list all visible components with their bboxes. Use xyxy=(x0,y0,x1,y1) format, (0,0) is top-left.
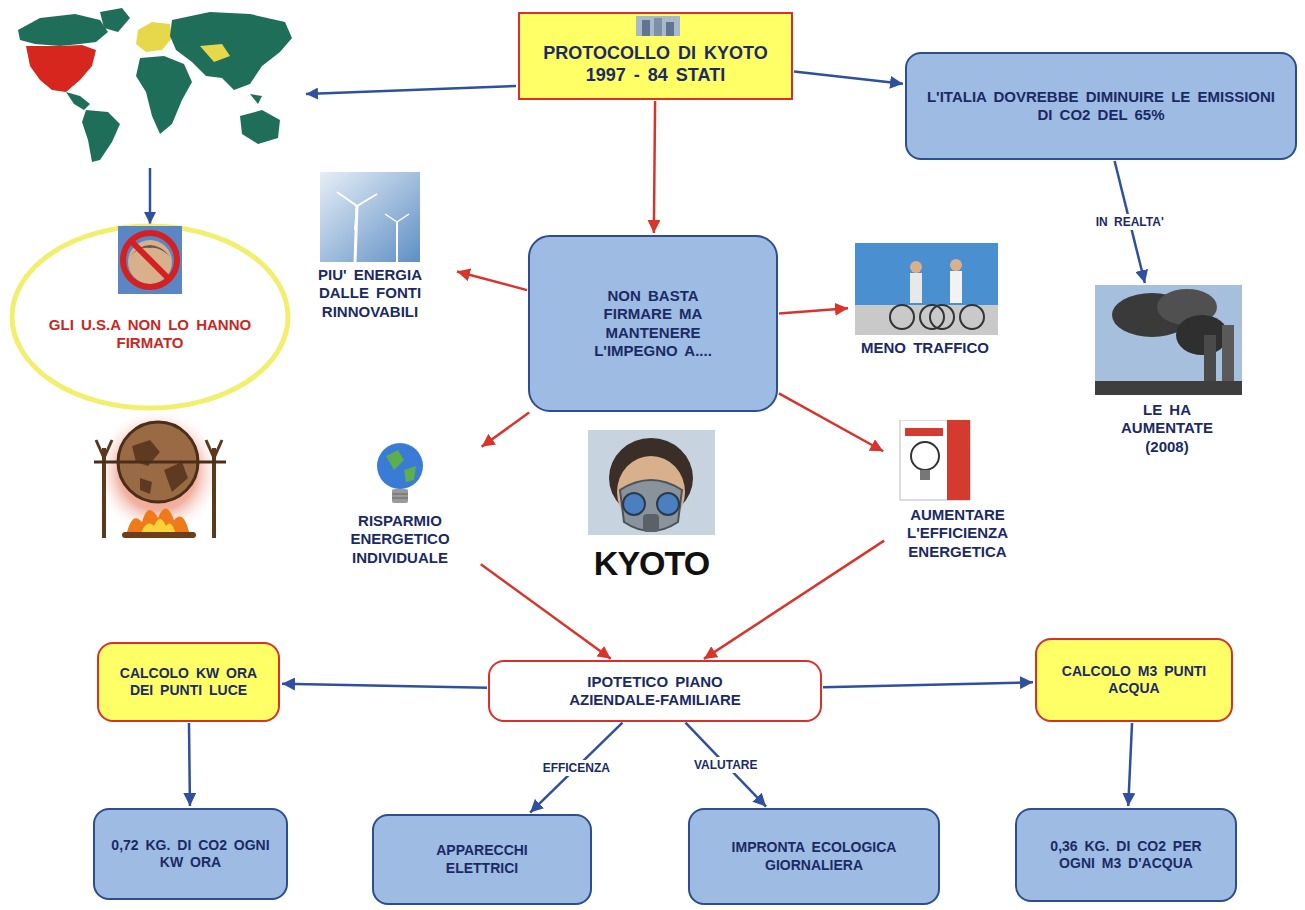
node-text: CALCOLO M3 PUNTI ACQUA xyxy=(1057,663,1211,697)
node-text: IPOTETICO PIANO AZIENDALE-FAMILIARE xyxy=(540,673,770,710)
node-text: PROTOCOLLO DI KYOTO 1997 - 84 STATI xyxy=(540,43,771,87)
process-box: L'ITALIA DOVREBBE DIMINUIRE LE EMISSIONI… xyxy=(905,52,1297,160)
picture-note: MENO TRAFFICO xyxy=(850,243,1000,361)
result-box: APPARECCHI ELETTRICI xyxy=(372,814,592,905)
calc-box: CALCOLO M3 PUNTI ACQUA xyxy=(1035,638,1233,722)
connector-arrow xyxy=(823,682,1033,687)
node-text: APPARECCHI ELETTRICI xyxy=(398,842,566,876)
node-picture xyxy=(885,420,1030,502)
connector-arrow xyxy=(282,684,487,688)
connector-arrow xyxy=(482,413,530,447)
picture-note: RISPARMIO ENERGETICO INDIVIDUALE xyxy=(320,440,480,571)
node-text: GLI U.S.A NON LO HANNO FIRMATO xyxy=(44,316,256,353)
node-text: LE HA AUMENTATE (2008) xyxy=(1106,401,1228,456)
connector-arrow xyxy=(188,723,191,806)
node-text: 0,36 KG. DI CO2 PER OGNI M3 D'ACQUA xyxy=(1033,838,1219,872)
picture-note: PIU' ENERGIA DALLE FONTI RINNOVABILI xyxy=(285,172,455,325)
node-picture xyxy=(285,172,455,262)
calc-box: CALCOLO KW ORA DEI PUNTI LUCE xyxy=(97,642,280,722)
node-text: AUMENTARE L'EFFICIENZA ENERGETICA xyxy=(893,506,1022,561)
node-picture xyxy=(520,14,795,38)
map-arrow xyxy=(306,86,516,94)
edge-label: IN REALTA' xyxy=(1092,214,1168,230)
result-box: IMPRONTA ECOLOGICA GIORNALIERA xyxy=(688,808,940,905)
picture-note: AUMENTARE L'EFFICIENZA ENERGETICA xyxy=(885,420,1030,565)
node-text: IMPRONTA ECOLOGICA GIORNALIERA xyxy=(730,839,898,873)
node-text: NON BASTA FIRMARE MA MANTENERE L'IMPEGNO… xyxy=(582,287,724,360)
world-map xyxy=(18,8,292,162)
connector-arrow xyxy=(1128,723,1132,806)
edge-label: VALUTARE xyxy=(690,757,762,773)
roasting-globe xyxy=(94,408,226,538)
node-text: L'ITALIA DOVREBBE DIMINUIRE LE EMISSIONI… xyxy=(925,88,1277,125)
connector-arrow xyxy=(685,723,766,807)
node-text: 0,72 KG. DI CO2 OGNI KW ORA xyxy=(111,837,270,871)
map-arrow xyxy=(149,168,152,224)
node-text: PIU' ENERGIA DALLE FONTI RINNOVABILI xyxy=(291,266,449,321)
node-picture xyxy=(1092,285,1242,395)
picture-caption: KYOTO xyxy=(588,536,715,590)
connector-arrow xyxy=(704,541,884,659)
result-box: 0,72 KG. DI CO2 OGNI KW ORA xyxy=(93,808,288,900)
node-picture xyxy=(320,440,480,506)
node-text: MENO TRAFFICO xyxy=(861,339,989,357)
node-text: CALCOLO KW ORA DEI PUNTI LUCE xyxy=(117,665,260,699)
picture-note: LE HA AUMENTATE (2008) xyxy=(1092,285,1242,460)
connector-arrow xyxy=(457,272,527,291)
title-box: PROTOCOLLO DI KYOTO 1997 - 84 STATI xyxy=(518,12,793,100)
connector-arrow xyxy=(654,101,655,233)
connector-arrow xyxy=(779,308,848,313)
connector-arrow xyxy=(530,723,622,813)
plan-box: IPOTETICO PIANO AZIENDALE-FAMILIARE xyxy=(488,660,822,722)
edge-label: EFFICENZA xyxy=(539,760,614,776)
node-text: RISPARMIO ENERGETICO INDIVIDUALE xyxy=(332,512,468,567)
gas-mask-picture xyxy=(588,430,715,592)
node-picture xyxy=(850,243,1000,335)
process-box: NON BASTA FIRMARE MA MANTENERE L'IMPEGNO… xyxy=(528,235,778,412)
connector-arrow xyxy=(794,72,903,84)
result-box: 0,36 KG. DI CO2 PER OGNI M3 D'ACQUA xyxy=(1015,808,1237,902)
circled-note: GLI U.S.A NON LO HANNO FIRMATO xyxy=(8,222,292,363)
connector-arrow xyxy=(779,393,883,451)
